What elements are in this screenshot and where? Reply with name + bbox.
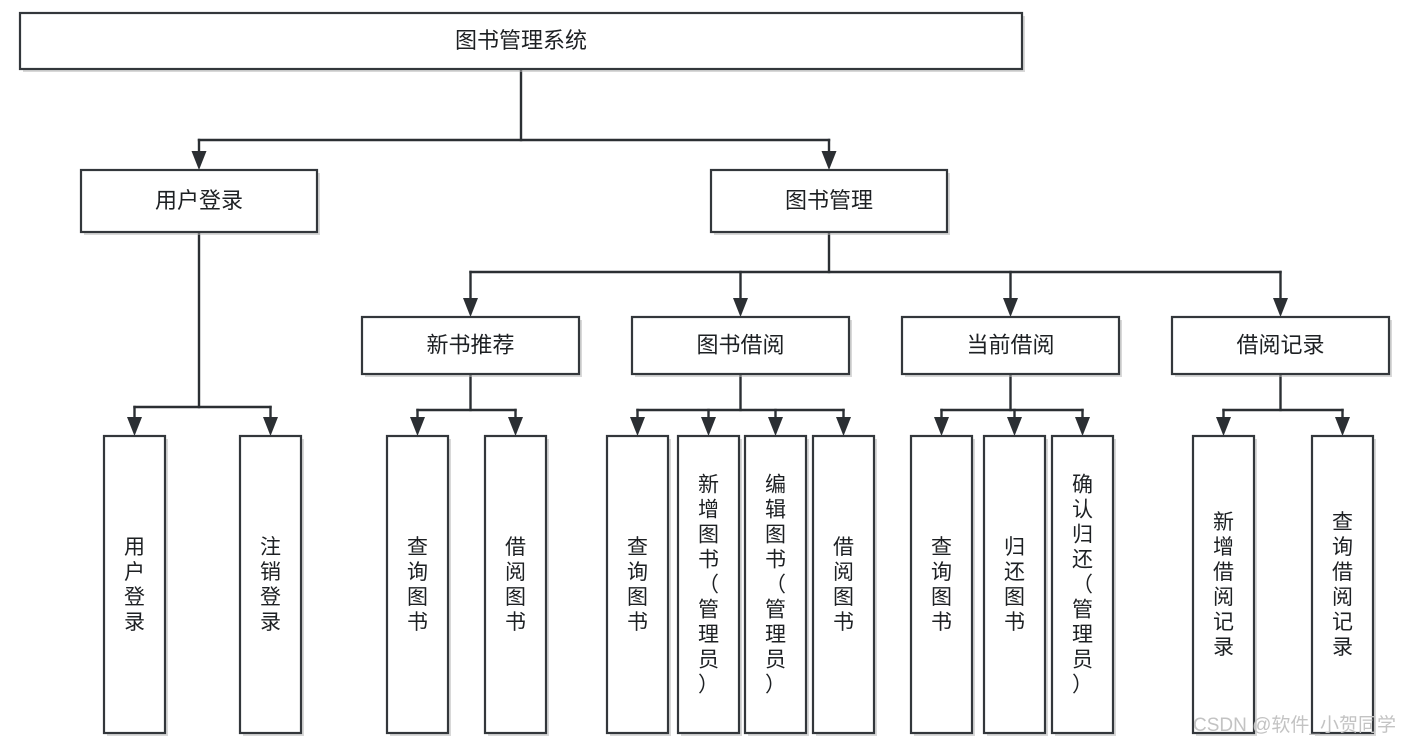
node-leaf-user-logout-label: 注销登录 bbox=[260, 536, 281, 634]
box-outline bbox=[1170, 315, 1391, 376]
arrow-head bbox=[508, 417, 523, 436]
box-outline bbox=[1310, 434, 1375, 735]
node-leaf-confirm-return[interactable]: 确认归还（管理员） bbox=[1050, 434, 1116, 736]
node-current-borrow[interactable]: 当前借阅 bbox=[900, 315, 1122, 377]
node-borrow-record-label: 借阅记录 bbox=[1236, 332, 1324, 357]
node-new-book-rec-label: 新书推荐 bbox=[426, 332, 514, 357]
node-leaf-return-book-label: 归还图书 bbox=[1004, 536, 1025, 634]
arrow-head bbox=[701, 417, 716, 436]
node-leaf-query-record-label: 查询借阅记录 bbox=[1332, 511, 1353, 659]
box-outline bbox=[900, 315, 1121, 376]
box-outline bbox=[238, 434, 303, 735]
node-leaf-return-book[interactable]: 归还图书 bbox=[982, 434, 1048, 736]
node-root-label: 图书管理系统 bbox=[455, 28, 587, 53]
arrow-head bbox=[733, 298, 748, 317]
node-leaf-query-record[interactable]: 查询借阅记录 bbox=[1310, 434, 1376, 736]
box-outline bbox=[909, 434, 974, 735]
node-book-manage-label: 图书管理 bbox=[785, 188, 873, 213]
node-leaf-edit-book[interactable]: 编辑图书（管理员） bbox=[743, 434, 809, 736]
node-user-login-label: 用户登录 bbox=[155, 188, 243, 213]
box-outline bbox=[982, 434, 1047, 735]
box-outline bbox=[102, 434, 167, 735]
arrow-head bbox=[127, 417, 142, 436]
box-outline bbox=[676, 434, 741, 735]
node-leaf-add-book-label: 新增图书（管理员） bbox=[698, 474, 719, 697]
node-leaf-query-book-1-label: 查询图书 bbox=[407, 536, 428, 634]
node-new-book-rec[interactable]: 新书推荐 bbox=[360, 315, 582, 377]
node-leaf-confirm-return-label: 确认归还（管理员） bbox=[1072, 474, 1093, 697]
arrow-head bbox=[1335, 417, 1350, 436]
node-user-login[interactable]: 用户登录 bbox=[79, 168, 320, 235]
node-leaf-add-book[interactable]: 新增图书（管理员） bbox=[676, 434, 742, 736]
arrow-head bbox=[463, 298, 478, 317]
box-outline bbox=[18, 11, 1024, 71]
node-leaf-query-book-2-label: 查询图书 bbox=[627, 536, 648, 634]
node-leaf-query-book-3-label: 查询图书 bbox=[931, 536, 952, 634]
arrow-head bbox=[263, 417, 278, 436]
node-leaf-user-login[interactable]: 用户登录 bbox=[102, 434, 168, 736]
box-outline bbox=[811, 434, 876, 735]
node-leaf-user-logout[interactable]: 注销登录 bbox=[238, 434, 304, 736]
arrow-head bbox=[1003, 298, 1018, 317]
box-outline bbox=[743, 434, 808, 735]
arrow-head bbox=[768, 417, 783, 436]
arrow-head bbox=[836, 417, 851, 436]
node-root-system[interactable]: 图书管理系统 bbox=[18, 11, 1025, 72]
csdn-watermark: CSDN @软件_小贺同学 bbox=[1193, 714, 1396, 736]
arrow-head bbox=[1216, 417, 1231, 436]
node-book-borrow[interactable]: 图书借阅 bbox=[630, 315, 852, 377]
connector-lines-group bbox=[127, 67, 1350, 436]
nodes-group: 图书管理系统用户登录图书管理新书推荐图书借阅当前借阅借阅记录用户登录注销登录查询… bbox=[18, 11, 1392, 736]
node-leaf-user-login-label: 用户登录 bbox=[124, 536, 145, 634]
node-leaf-borrow-book-1-label: 借阅图书 bbox=[505, 536, 526, 634]
box-outline bbox=[79, 168, 319, 234]
arrow-head bbox=[821, 151, 837, 170]
node-leaf-query-book-1[interactable]: 查询图书 bbox=[385, 434, 451, 736]
node-leaf-borrow-book-2-label: 借阅图书 bbox=[833, 536, 854, 634]
arrow-head bbox=[191, 151, 207, 170]
box-outline bbox=[483, 434, 548, 735]
node-leaf-borrow-book-1[interactable]: 借阅图书 bbox=[483, 434, 549, 736]
box-outline bbox=[1050, 434, 1115, 735]
node-book-manage[interactable]: 图书管理 bbox=[709, 168, 950, 235]
arrow-head bbox=[1075, 417, 1090, 436]
arrow-head bbox=[630, 417, 645, 436]
box-outline bbox=[605, 434, 670, 735]
node-borrow-record[interactable]: 借阅记录 bbox=[1170, 315, 1392, 377]
node-leaf-edit-book-label: 编辑图书（管理员） bbox=[765, 474, 786, 697]
node-current-borrow-label: 当前借阅 bbox=[966, 332, 1054, 357]
node-leaf-query-book-2[interactable]: 查询图书 bbox=[605, 434, 671, 736]
node-book-borrow-label: 图书借阅 bbox=[696, 332, 784, 357]
box-outline bbox=[630, 315, 851, 376]
arrow-head bbox=[1007, 417, 1022, 436]
arrow-head bbox=[1273, 298, 1288, 317]
node-leaf-add-record-label: 新增借阅记录 bbox=[1213, 511, 1234, 659]
node-leaf-borrow-book-2[interactable]: 借阅图书 bbox=[811, 434, 877, 736]
node-leaf-query-book-3[interactable]: 查询图书 bbox=[909, 434, 975, 736]
box-outline bbox=[1191, 434, 1256, 735]
arrow-head bbox=[934, 417, 949, 436]
arrow-head bbox=[410, 417, 425, 436]
box-outline bbox=[385, 434, 450, 735]
node-leaf-add-record[interactable]: 新增借阅记录 bbox=[1191, 434, 1257, 736]
box-outline bbox=[709, 168, 949, 234]
box-outline bbox=[360, 315, 581, 376]
